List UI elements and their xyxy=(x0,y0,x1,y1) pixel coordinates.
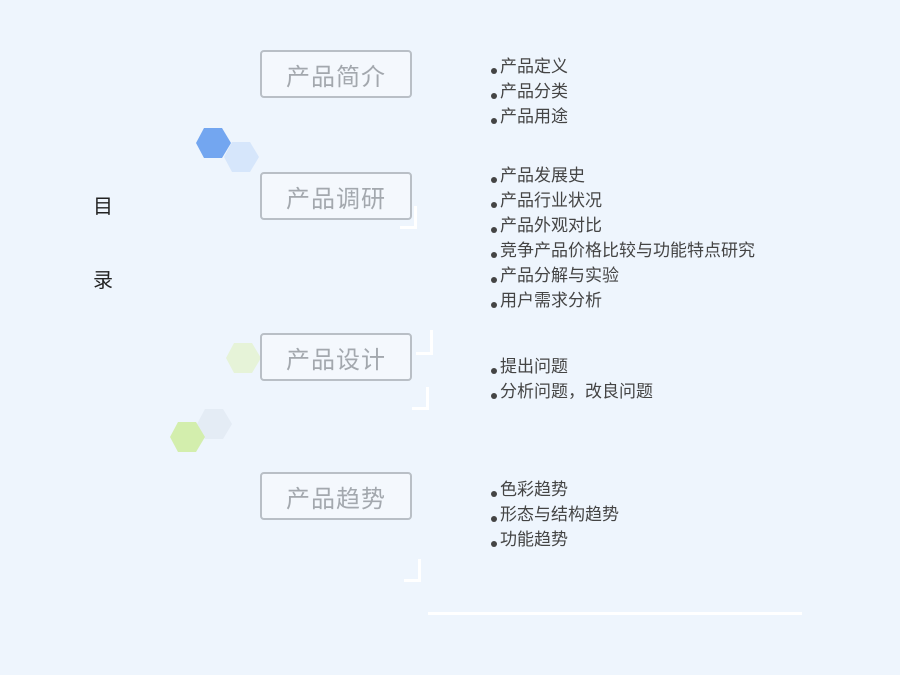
design-list: 提出问题 分析问题，改良问题 xyxy=(491,355,653,405)
section-title-design[interactable]: 产品设计 xyxy=(260,333,412,381)
toc-char-1: 目 xyxy=(93,194,113,218)
divider-line xyxy=(428,612,802,615)
list-item: 提出问题 xyxy=(491,355,653,380)
hexagon-pale-green-icon xyxy=(226,343,261,373)
list-item: 用户需求分析 xyxy=(491,289,755,314)
list-item: 功能趋势 xyxy=(491,528,619,553)
list-item: 形态与结构趋势 xyxy=(491,503,619,528)
toc-char-2: 录 xyxy=(93,268,113,292)
hexagon-gray-icon xyxy=(197,409,232,439)
trend-list: 色彩趋势 形态与结构趋势 功能趋势 xyxy=(491,478,619,553)
bracket-decoration xyxy=(404,559,421,582)
bracket-decoration xyxy=(412,387,429,410)
list-item: 产品分类 xyxy=(491,80,568,105)
hexagon-blue-icon xyxy=(196,128,231,158)
hexagon-green-icon xyxy=(170,422,205,452)
hexagon-light-blue-icon xyxy=(224,142,259,172)
research-list: 产品发展史 产品行业状况 产品外观对比 竞争产品价格比较与功能特点研究 产品分解… xyxy=(491,164,755,314)
intro-list: 产品定义 产品分类 产品用途 xyxy=(491,55,568,130)
section-title-intro[interactable]: 产品简介 xyxy=(260,50,412,98)
list-item: 分析问题，改良问题 xyxy=(491,380,653,405)
list-item: 产品定义 xyxy=(491,55,568,80)
section-title-trend[interactable]: 产品趋势 xyxy=(260,472,412,520)
list-item: 产品分解与实验 xyxy=(491,264,755,289)
list-item: 产品发展史 xyxy=(491,164,755,189)
list-item: 产品外观对比 xyxy=(491,214,755,239)
list-item: 色彩趋势 xyxy=(491,478,619,503)
list-item: 产品用途 xyxy=(491,105,568,130)
list-item: 竞争产品价格比较与功能特点研究 xyxy=(491,239,755,264)
bracket-decoration xyxy=(400,206,417,229)
bracket-decoration xyxy=(416,330,433,355)
list-item: 产品行业状况 xyxy=(491,189,755,214)
section-title-research[interactable]: 产品调研 xyxy=(260,172,412,220)
